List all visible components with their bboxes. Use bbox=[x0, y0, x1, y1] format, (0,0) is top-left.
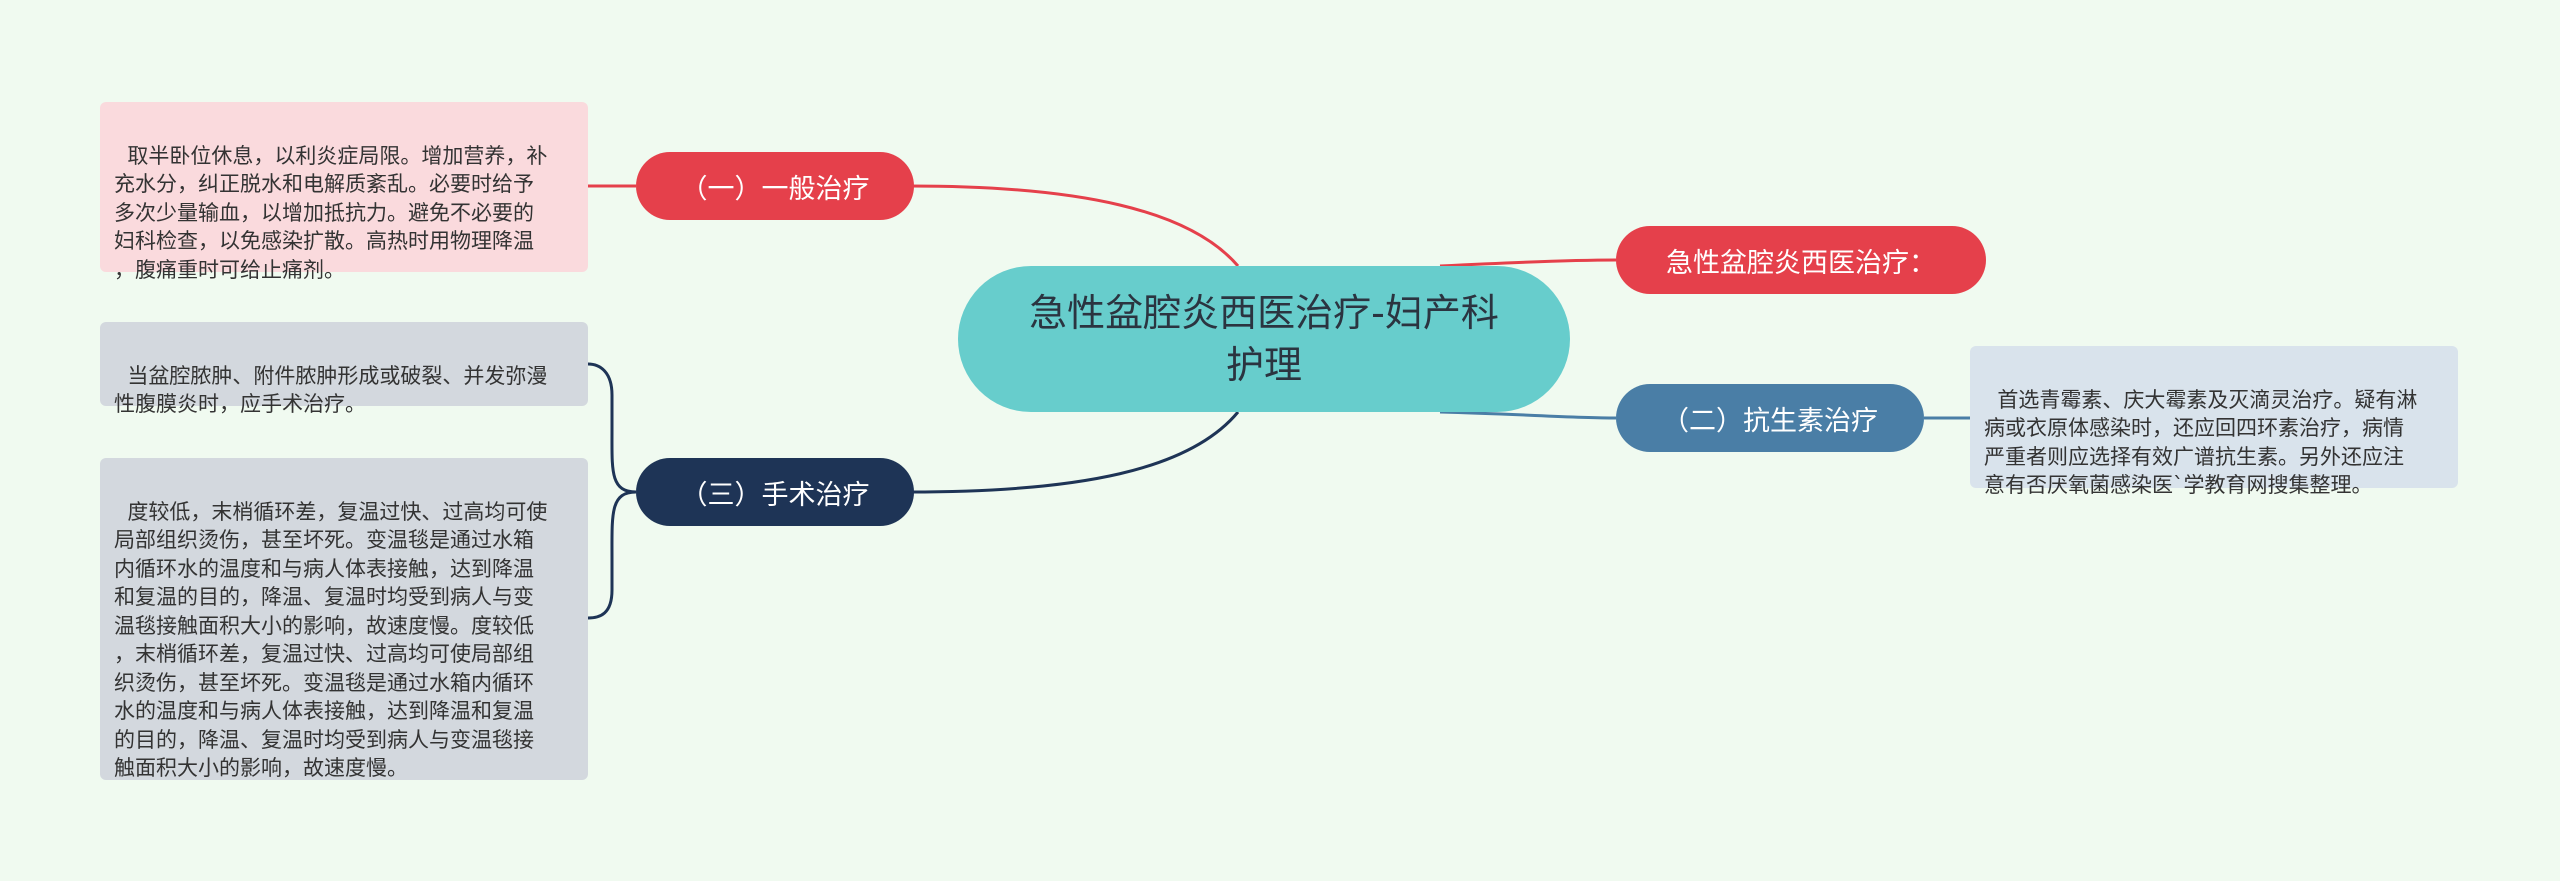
branch-surgery-label: （三）手术治疗 bbox=[680, 479, 870, 511]
branch-western-label: 急性盆腔炎西医治疗： bbox=[1666, 247, 1936, 279]
note-surgery-detail[interactable]: 度较低，末梢循环差，复温过快、过高均可使 局部组织烫伤，甚至坏死。变温毯是通过水… bbox=[100, 458, 588, 780]
link-surgery-note2 bbox=[587, 490, 637, 620]
central-topic-label: 急性盆腔炎西医治疗-妇产科护理 bbox=[1029, 291, 1499, 387]
central-topic[interactable]: 急性盆腔炎西医治疗-妇产科护理 bbox=[958, 266, 1570, 412]
link-center-western bbox=[1439, 258, 1617, 268]
branch-antibiotic[interactable]: （二）抗生素治疗 bbox=[1616, 384, 1924, 452]
branch-general-label: （一）一般治疗 bbox=[680, 173, 870, 205]
link-center-antibiotic bbox=[1439, 410, 1617, 420]
branch-western-treatment[interactable]: 急性盆腔炎西医治疗： bbox=[1616, 226, 1986, 294]
note-antibiotic[interactable]: 首选青霉素、庆大霉素及灭滴灵治疗。疑有淋 病或衣原体感染时，还应回四环素治疗，病… bbox=[1970, 346, 2458, 497]
note-general-text: 取半卧位休息，以利炎症局限。增加营养，补 充水分，纠正脱水和电解质紊乱。必要时给… bbox=[114, 143, 548, 282]
link-surgery-note1 bbox=[587, 362, 637, 494]
note-antibiotic-text: 首选青霉素、庆大霉素及灭滴灵治疗。疑有淋 病或衣原体感染时，还应回四环素治疗，病… bbox=[1984, 387, 2418, 498]
note-surgery-indication-text: 当盆腔脓肿、附件脓肿形成或破裂、并发弥漫 性腹膜炎时，应手术治疗。 bbox=[114, 363, 548, 417]
link-center-surgery bbox=[909, 411, 1240, 494]
note-surgery-detail-text: 度较低，末梢循环差，复温过快、过高均可使 局部组织烫伤，甚至坏死。变温毯是通过水… bbox=[114, 499, 548, 781]
branch-general-treatment[interactable]: （一）一般治疗 bbox=[636, 152, 914, 220]
note-general-treatment[interactable]: 取半卧位休息，以利炎症局限。增加营养，补 充水分，纠正脱水和电解质紊乱。必要时给… bbox=[100, 102, 588, 282]
link-center-general bbox=[909, 184, 1240, 267]
note-surgery-indication[interactable]: 当盆腔脓肿、附件脓肿形成或破裂、并发弥漫 性腹膜炎时，应手术治疗。 bbox=[100, 322, 588, 416]
branch-surgery[interactable]: （三）手术治疗 bbox=[636, 458, 914, 526]
branch-antibiotic-label: （二）抗生素治疗 bbox=[1662, 405, 1878, 437]
